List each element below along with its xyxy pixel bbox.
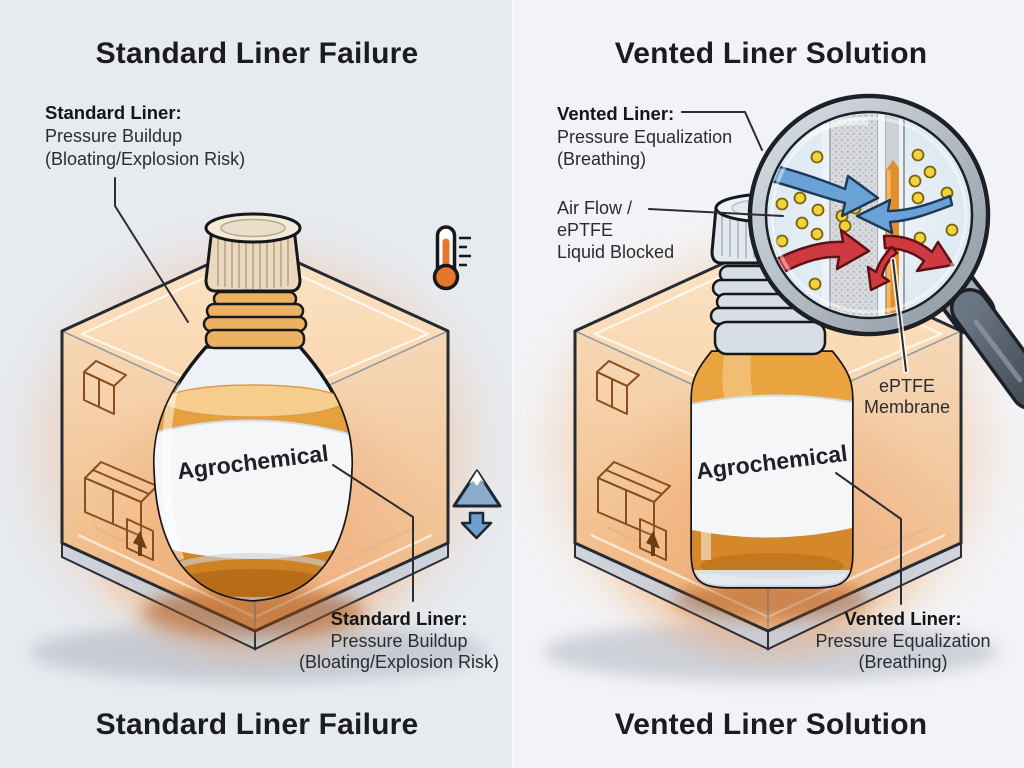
leader-line-airflow (648, 208, 784, 217)
svg-text:(Breathing): (Breathing) (557, 149, 646, 169)
svg-text:ePTFE: ePTFE (879, 376, 935, 396)
right-title-bottom: Vented Liner Solution (615, 708, 928, 741)
svg-text:Vented Liner:: Vented Liner: (844, 608, 961, 629)
mountain-icon (452, 469, 502, 508)
svg-text:Pressure Buildup: Pressure Buildup (330, 631, 467, 651)
bloated-bottle: Agrochemical (141, 212, 365, 636)
svg-text:Pressure Buildup: Pressure Buildup (45, 126, 182, 146)
air-molecule-dots (775, 148, 959, 291)
callout-standard-liner-bottom: Standard Liner: Pressure Buildup (Bloati… (299, 608, 499, 672)
leader-line-membrane (892, 259, 907, 372)
svg-text:(Bloating/Explosion Risk): (Bloating/Explosion Risk) (299, 652, 499, 672)
callout-vented-liner-bottom: Vented Liner: Pressure Equalization (Bre… (815, 608, 990, 672)
svg-text:(Breathing): (Breathing) (858, 652, 947, 672)
right-title-top: Vented Liner Solution (615, 37, 928, 70)
svg-text:Liquid Blocked: Liquid Blocked (557, 242, 674, 262)
svg-text:Standard Liner:: Standard Liner: (331, 608, 468, 629)
magnifier-icon (747, 93, 1024, 409)
svg-text:Membrane: Membrane (864, 397, 950, 417)
leader-line-top-callout (114, 177, 189, 323)
bottle-shadow (141, 588, 365, 636)
svg-text:Vented Liner:: Vented Liner: (557, 103, 674, 124)
left-title-bottom: Standard Liner Failure (96, 708, 419, 741)
magnifier-handle (928, 261, 1024, 409)
svg-text:Air Flow /: Air Flow / (557, 198, 632, 218)
svg-text:ePTFE: ePTFE (557, 220, 613, 240)
callout-airflow: Air Flow / ePTFE Liquid Blocked (557, 198, 674, 262)
pressure-drop-arrow-icon (460, 511, 493, 540)
leader-line-top-callout (681, 111, 763, 151)
svg-text:(Bloating/Explosion Risk): (Bloating/Explosion Risk) (45, 149, 245, 169)
leader-line-bottom-callout (835, 472, 902, 605)
liquid-surface (162, 384, 344, 418)
thermometer-icon (432, 225, 471, 291)
magnifier-lens-view (768, 114, 970, 316)
svg-text:Pressure Equalization: Pressure Equalization (557, 127, 732, 147)
callout-standard-liner-top: Standard Liner: Pressure Buildup (Bloati… (45, 102, 245, 169)
bottle-label-band (154, 420, 352, 559)
svg-text:Pressure Equalization: Pressure Equalization (815, 631, 990, 651)
bottle-neck-threads (202, 290, 308, 350)
callout-membrane: ePTFE Membrane (864, 376, 950, 417)
vented-liner-panel: Agrochemical (523, 37, 1024, 741)
bottle-cap (204, 212, 302, 293)
left-title-top: Standard Liner Failure (96, 37, 419, 70)
callout-vented-liner-top: Vented Liner: Pressure Equalization (Bre… (557, 103, 732, 169)
svg-text:Standard Liner:: Standard Liner: (45, 102, 182, 123)
air-flow-arrow-icons (768, 161, 954, 235)
leader-line-bottom-callout (332, 464, 414, 602)
bottle-label-band (692, 395, 852, 538)
standard-liner-panel: Agrochemical (10, 37, 500, 741)
cap-ribs (217, 234, 289, 289)
bottle-shadow (674, 580, 870, 620)
